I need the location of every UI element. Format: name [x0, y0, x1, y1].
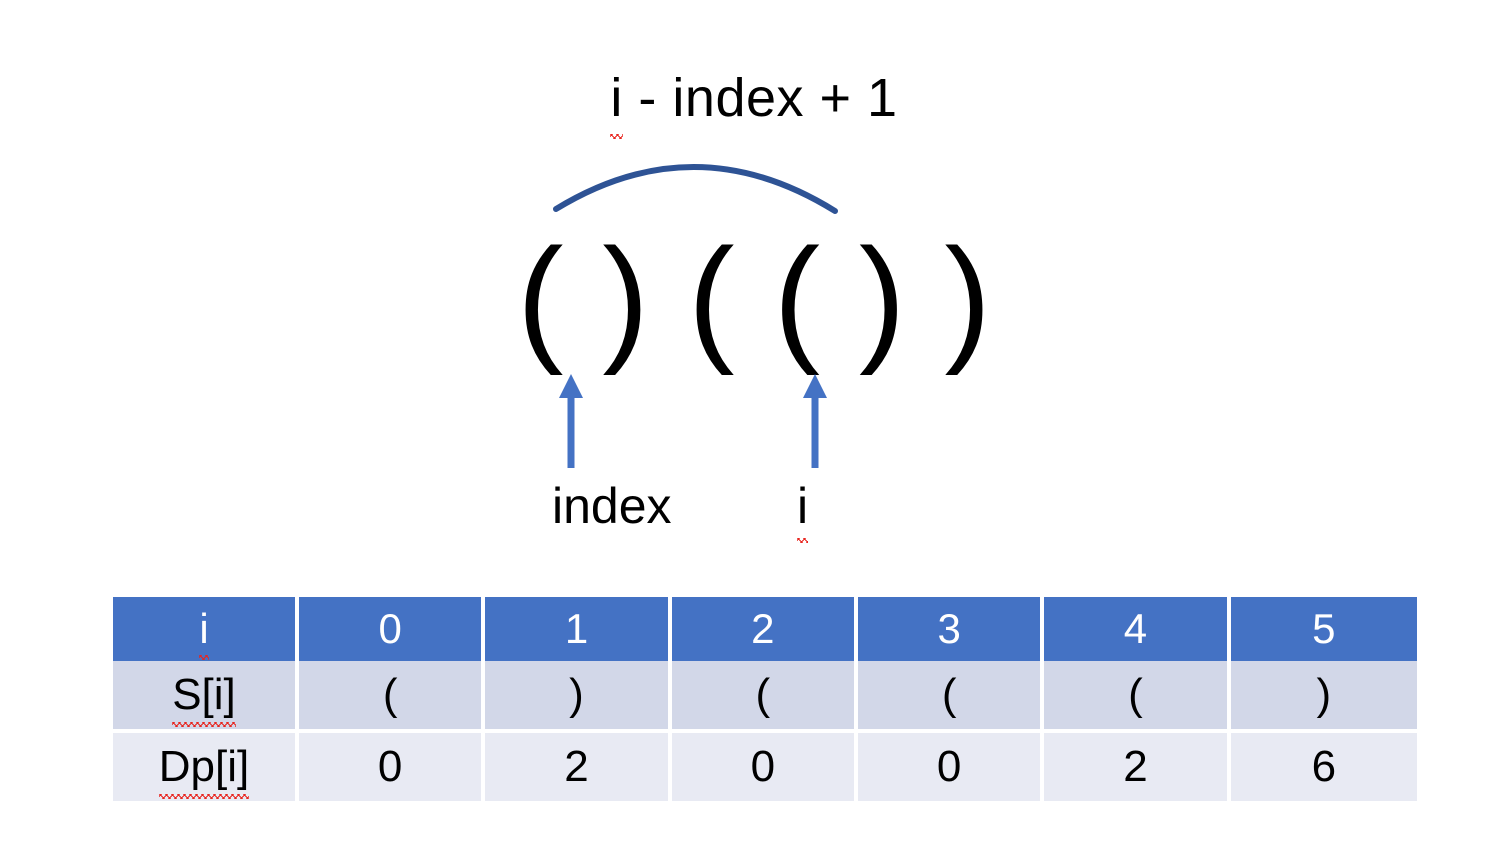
- table-cell-dp-5: 6: [1230, 733, 1417, 801]
- dp-table: i 0 1 2 3 4 5 S[i] ( ) ( ( ( ) Dp[i] 0 2…: [113, 597, 1417, 801]
- span-arc-icon: [553, 164, 838, 214]
- table-row-s: S[i] ( ) ( ( ( ): [113, 661, 1417, 733]
- pointer-label-i-text: i: [797, 478, 809, 543]
- table-header-i-text: i: [199, 605, 210, 660]
- table-cell-s-3: (: [857, 661, 1045, 733]
- table-header-cell-3: 3: [857, 597, 1045, 661]
- table-cell-s-0: (: [299, 661, 486, 733]
- table-cell-dp-4: 2: [1044, 733, 1231, 801]
- pointer-label-i: i: [797, 477, 809, 543]
- table-cell-s-1: ): [485, 661, 672, 733]
- span-length-formula: i - index + 1: [0, 66, 1508, 139]
- formula-rest: - index + 1: [622, 68, 898, 128]
- table-header-cell-0: 0: [299, 597, 486, 661]
- table-cell-dp-2: 0: [671, 733, 858, 801]
- table-cell-dp-1: 2: [485, 733, 672, 801]
- formula-token-i: i: [610, 68, 623, 139]
- table-header-cell-5: 5: [1230, 597, 1417, 661]
- row-label-dp: Dp[i]: [113, 733, 299, 801]
- row-label-s-text: S[i]: [172, 670, 236, 728]
- i-pointer-arrow-icon: [803, 374, 827, 468]
- row-label-dp-text: Dp[i]: [158, 742, 250, 800]
- table-header-cell-1: 1: [485, 597, 672, 661]
- table-header-row: i 0 1 2 3 4 5: [113, 597, 1417, 661]
- table-header-cell-4: 4: [1044, 597, 1231, 661]
- table-header-cell-i: i: [113, 597, 299, 661]
- parentheses-sequence: ( ) ( ( ) ): [516, 219, 992, 376]
- table-cell-s-4: (: [1044, 661, 1231, 733]
- table-cell-s-5: ): [1230, 661, 1417, 733]
- table-cell-dp-0: 0: [299, 733, 486, 801]
- table-cell-dp-3: 0: [857, 733, 1045, 801]
- table-header-cell-2: 2: [671, 597, 858, 661]
- table-cell-s-2: (: [671, 661, 858, 733]
- pointer-label-index: index: [552, 478, 672, 534]
- index-pointer-arrow-icon: [559, 374, 583, 468]
- row-label-s: S[i]: [113, 661, 299, 733]
- table-row-dp: Dp[i] 0 2 0 0 2 6: [113, 733, 1417, 801]
